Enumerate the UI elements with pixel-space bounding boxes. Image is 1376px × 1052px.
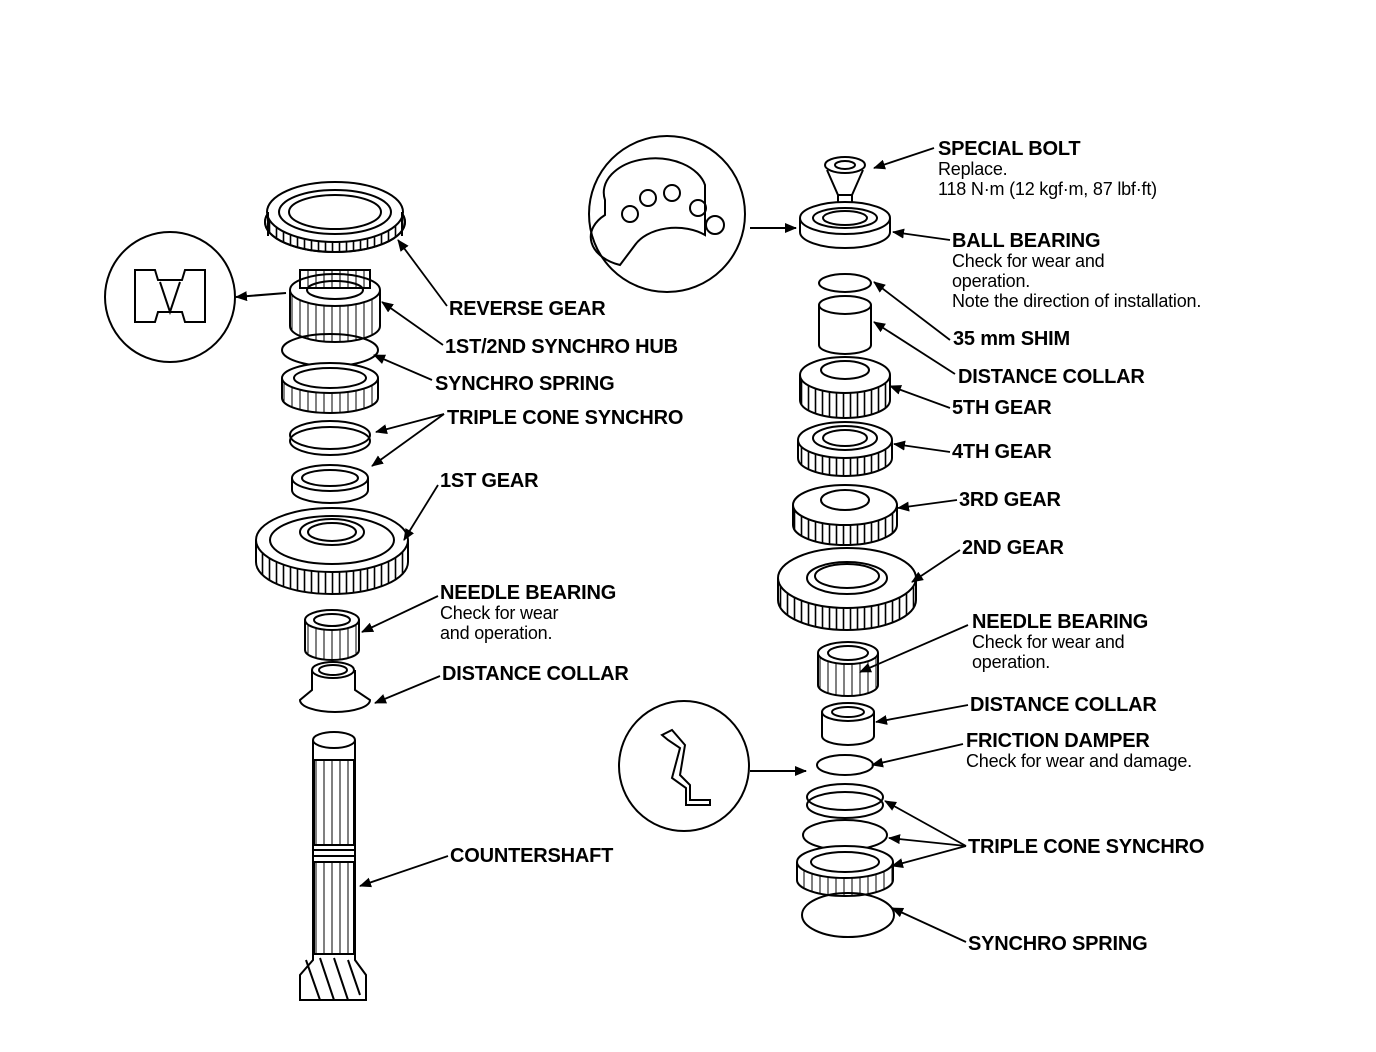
friction-damper [816,754,874,776]
label-second-gear: 2ND GEAR [962,537,1064,559]
label-first-gear: 1ST GEAR [440,470,539,492]
countershaft [299,731,367,1001]
ball-bearing-title: BALL BEARING [952,230,1101,252]
needle-bearing-right-title: NEEDLE BEARING [972,611,1149,633]
ball-bearing [799,201,891,249]
synchro-hub-detail-circle [104,231,287,363]
needle-bearing-left [304,609,360,661]
needle-bearing-left-note1: Check for wear [440,603,559,623]
synchro-spring-right [801,892,895,938]
shim [818,273,872,293]
second-gear [777,547,917,631]
needle-bearing-left-title: NEEDLE BEARING [440,582,617,604]
label-synchro-spring-left: SYNCHRO SPRING [435,373,615,395]
label-fifth-gear: 5TH GEAR [952,397,1052,419]
label-special-bolt: SPECIAL BOLT Replace. 118 N·m (12 kgf·m,… [938,138,1157,200]
distance-collar-left [298,661,372,713]
label-distance-collar-upper-right: DISTANCE COLLAR [958,366,1145,388]
third-gear [792,484,898,546]
label-triple-cone-right: TRIPLE CONE SYNCHRO [968,836,1205,858]
friction-damper-title: FRICTION DAMPER [966,730,1150,752]
needle-bearing-right-note1: Check for wear and [972,632,1125,652]
special-bolt-note1: Replace. [938,159,1008,179]
first-gear [255,507,409,595]
label-countershaft: COUNTERSHAFT [450,845,614,867]
fourth-gear [797,421,893,477]
triple-cone-synchro-right [796,783,894,897]
leader-lines-right [859,147,969,943]
triple-cone-synchro-left [281,362,379,504]
label-distance-collar-left: DISTANCE COLLAR [442,663,629,685]
ball-bearing-note3: Note the direction of installation. [952,290,1202,311]
label-needle-bearing-right: NEEDLE BEARING Check for wear and operat… [972,611,1148,673]
distance-collar-lower-right [821,702,875,746]
label-reverse-gear: REVERSE GEAR [449,298,606,320]
synchro-hub [289,269,381,343]
label-friction-damper: FRICTION DAMPER Check for wear and damag… [966,730,1192,772]
label-needle-bearing-left: NEEDLE BEARING Check for wear and operat… [440,582,616,644]
ball-bearing-note1: Check for wear and [952,251,1105,271]
ball-bearing-note2: operation. [952,270,1031,291]
needle-bearing-right-note2: operation. [972,651,1051,672]
ball-bearing-detail-circle [588,135,797,293]
special-bolt-title: SPECIAL BOLT [938,138,1081,160]
label-synchro-hub: 1ST/2ND SYNCHRO HUB [445,336,678,358]
special-bolt [824,156,866,206]
label-fourth-gear: 4TH GEAR [952,441,1052,463]
label-shim: 35 mm SHIM [953,328,1070,350]
distance-collar-upper-right [818,295,872,355]
leader-lines-left [359,239,449,888]
friction-damper-detail-circle [618,700,807,832]
label-distance-collar-lower-right: DISTANCE COLLAR [970,694,1157,716]
reverse-gear [264,181,406,253]
fifth-gear [799,356,891,419]
needle-bearing-left-note2: and operation. [440,622,553,643]
label-third-gear: 3RD GEAR [959,489,1061,511]
label-triple-cone-left: TRIPLE CONE SYNCHRO [447,407,684,429]
friction-damper-note1: Check for wear and damage. [966,751,1192,771]
label-synchro-spring-right: SYNCHRO SPRING [968,933,1148,955]
label-ball-bearing: BALL BEARING Check for wear and operatio… [952,230,1201,311]
special-bolt-note2: 118 N·m (12 kgf·m, 87 lbf·ft) [938,178,1157,199]
